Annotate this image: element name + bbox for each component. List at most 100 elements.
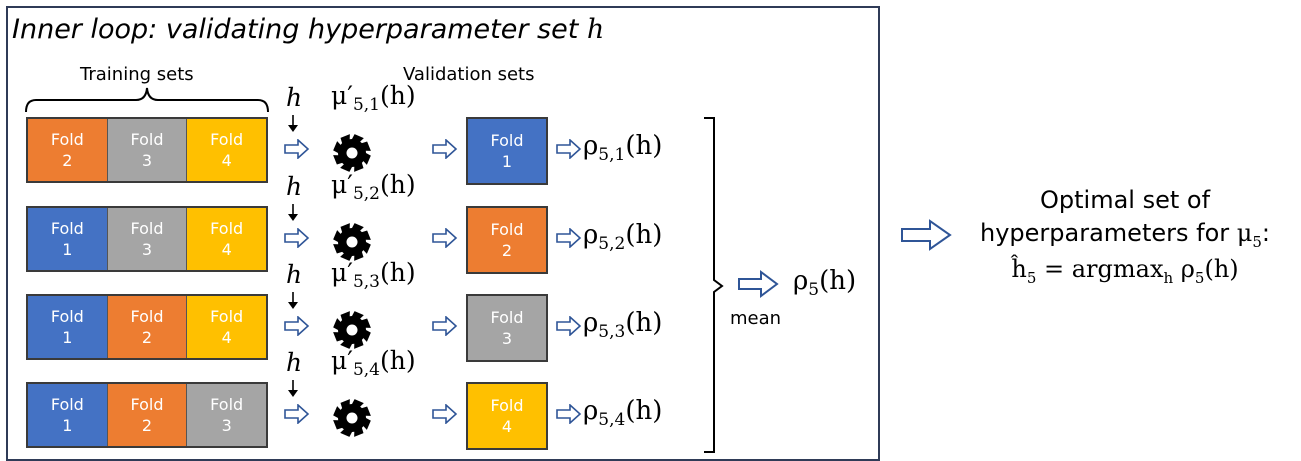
validation-sets-header: Validation sets — [403, 64, 535, 85]
mu-argument: (h) — [379, 346, 416, 375]
result-h-hat: ĥ — [1011, 255, 1027, 283]
model-arrow-icon — [432, 228, 458, 248]
fold-label: Fold — [130, 395, 164, 414]
mean-label: mean — [730, 308, 782, 329]
score-rho-label: ρ5,4(h) — [583, 396, 662, 430]
training-fold: Fold 1 — [28, 384, 108, 446]
fold-label: Fold — [210, 219, 244, 238]
mu-symbol: μ′ — [331, 81, 353, 110]
fold-number: 4 — [221, 240, 232, 259]
fold-number: 1 — [62, 416, 73, 435]
result-arrow-icon — [901, 219, 952, 251]
result-rho-arg: (h) — [1204, 255, 1239, 283]
fold-label: Fold — [130, 130, 164, 149]
fold-number: 3 — [141, 151, 153, 170]
validation-fold: Fold 1 — [466, 117, 548, 185]
validation-arrow-icon — [556, 139, 582, 159]
rho-subscript: 5,3 — [598, 322, 626, 343]
rho-subscript: 5,4 — [598, 410, 626, 431]
model-mu-label: μ′5,2(h) — [331, 170, 416, 204]
fold-label: Fold — [50, 130, 84, 149]
training-sets-brace — [25, 87, 269, 113]
result-mu: μ — [1236, 219, 1253, 247]
fold-label: Fold — [50, 219, 84, 238]
model-mu-label: μ′5,1(h) — [331, 81, 416, 115]
fold-label: Fold — [130, 219, 164, 238]
result-rho: ρ — [1173, 255, 1195, 283]
diagram-title: Inner loop: validating hyperparameter se… — [12, 14, 604, 45]
fold-label: Fold — [490, 308, 524, 327]
fold-label: Fold — [490, 131, 524, 150]
gear-icon — [333, 399, 371, 437]
fold-number: 3 — [501, 329, 513, 348]
validation-arrow-icon — [556, 228, 582, 248]
title-variable: h — [586, 14, 605, 45]
result-line-2-text: hyperparameters for — [980, 219, 1237, 247]
hyperparameter-h: h — [286, 83, 303, 112]
down-arrow-icon — [288, 380, 298, 397]
fold-label: Fold — [50, 395, 84, 414]
rho-subscript: 5,1 — [598, 145, 626, 166]
fold-number: 2 — [141, 416, 153, 435]
rho-symbol: ρ — [583, 131, 599, 161]
fold-number: 1 — [62, 328, 73, 347]
fold-number: 1 — [501, 152, 513, 171]
mu-symbol: μ′ — [331, 346, 353, 375]
rho-argument: (h) — [625, 396, 663, 426]
train-arrow-icon — [284, 404, 310, 424]
validation-arrow-icon — [556, 316, 582, 336]
train-arrow-icon — [284, 316, 310, 336]
gear-icon — [333, 223, 371, 261]
fold-label: Fold — [210, 307, 244, 326]
mu-subscript: 5,2 — [352, 184, 380, 204]
aggregate-rho: ρ5(h) — [793, 266, 856, 300]
rho-symbol: ρ — [583, 396, 599, 426]
rho-argument: (h) — [625, 131, 663, 161]
result-argmax-sub: h — [1163, 268, 1174, 287]
mu-symbol: μ′ — [331, 170, 353, 199]
training-fold: Fold 2 — [107, 384, 188, 446]
rho-argument: (h) — [625, 308, 663, 338]
mu-subscript: 5,1 — [352, 95, 380, 115]
mu-argument: (h) — [379, 81, 416, 110]
gear-icon — [333, 134, 371, 172]
hyperparameter-h: h — [286, 172, 303, 201]
aggregate-rho-arg: (h) — [819, 266, 857, 296]
result-line-1: Optimal set of — [1039, 186, 1211, 214]
fold-number: 3 — [221, 416, 232, 435]
fold-label: Fold — [210, 130, 244, 149]
result-colon: : — [1261, 219, 1270, 247]
score-rho-label: ρ5,1(h) — [583, 131, 662, 165]
result-mu-sub: 5 — [1252, 232, 1262, 251]
fold-label: Fold — [490, 220, 524, 239]
result-argmax: = argmax — [1036, 255, 1164, 283]
training-fold: Fold 3 — [107, 119, 188, 181]
mean-arrow-icon — [738, 270, 779, 298]
score-rho-label: ρ5,3(h) — [583, 308, 662, 342]
gear-icon — [333, 311, 371, 349]
aggregate-rho-sub: 5 — [808, 280, 820, 301]
mean-bracket — [704, 117, 724, 453]
fold-number: 2 — [501, 241, 513, 260]
training-fold: Fold 1 — [28, 208, 108, 270]
validation-arrow-icon — [556, 404, 582, 424]
fold-label: Fold — [130, 307, 164, 326]
result-line-3: ĥ5 = argmaxh ρ5(h) — [955, 254, 1295, 294]
fold-label: Fold — [490, 396, 524, 415]
rho-symbol: ρ — [583, 220, 599, 250]
validation-fold: Fold 3 — [466, 294, 548, 362]
training-sets-header: Training sets — [80, 64, 194, 85]
fold-number: 1 — [62, 240, 73, 259]
rho-subscript: 5,2 — [598, 234, 626, 255]
aggregate-rho-symbol: ρ — [793, 266, 809, 296]
